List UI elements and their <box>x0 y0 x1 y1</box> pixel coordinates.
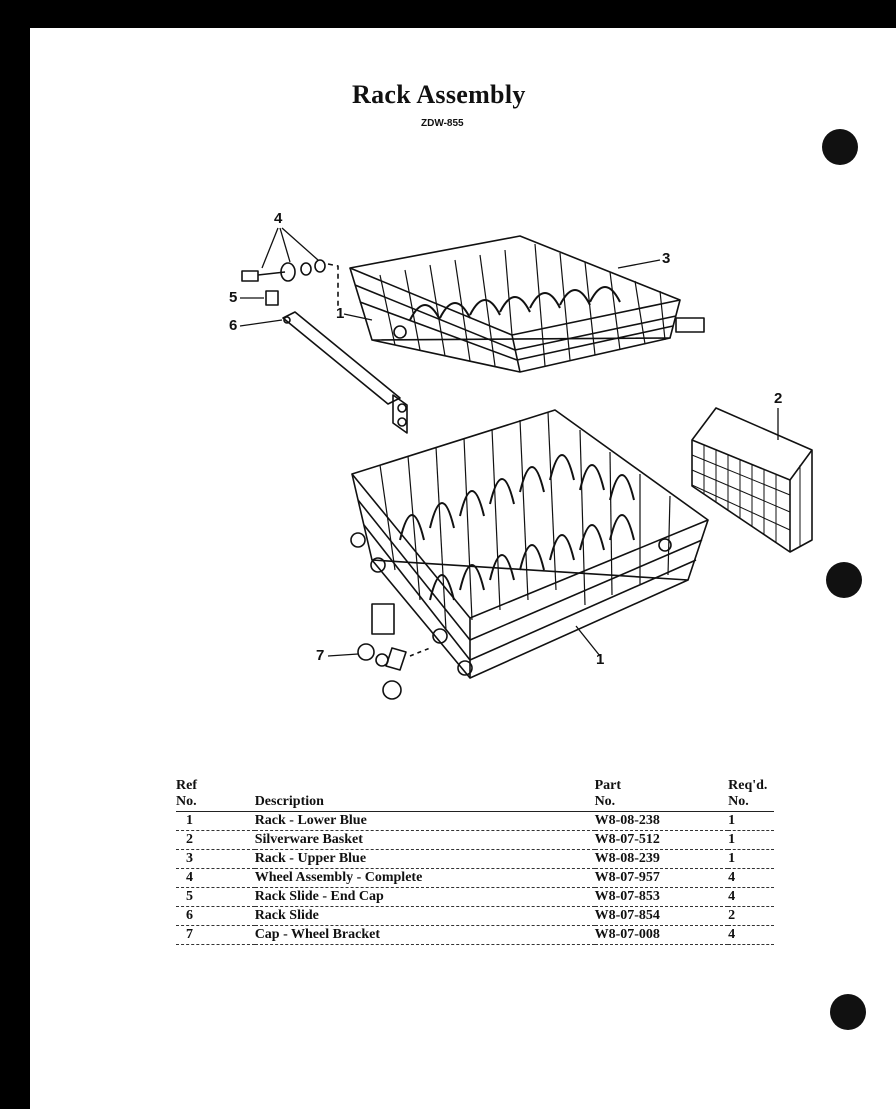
quantity-cell: 1 <box>728 811 774 831</box>
ref-cell: 1 <box>176 811 255 831</box>
description-cell: Cap - Wheel Bracket <box>254 925 595 945</box>
description-cell: Rack Slide <box>254 906 595 926</box>
rack-slide-drawing <box>265 290 408 434</box>
lower-rack-drawing <box>350 409 709 679</box>
quantity-cell: 4 <box>728 887 774 907</box>
ref-cell: 6 <box>176 906 255 926</box>
upper-rack-drawing <box>349 235 705 373</box>
table-row: 4 Wheel Assembly - Complete W8-07-957 4 <box>176 868 774 888</box>
part-number-cell: W8-07-853 <box>594 887 729 907</box>
quantity-cell: 2 <box>728 906 774 926</box>
cap-wheel-bracket-drawing <box>357 603 431 700</box>
callout-1-lower: 1 <box>596 651 605 668</box>
part-number-cell: W8-08-239 <box>594 849 729 869</box>
exploded-parts-diagram <box>239 227 813 700</box>
callout-6: 6 <box>229 317 238 334</box>
ref-cell: 4 <box>176 868 255 888</box>
part-number-cell: W8-07-854 <box>594 906 729 926</box>
quantity-cell: 1 <box>728 830 774 850</box>
table-row: 5 Rack Slide - End Cap W8-07-853 4 <box>176 887 774 907</box>
part-number-cell: W8-07-512 <box>594 830 729 850</box>
callout-1-upper: 1 <box>336 305 345 322</box>
binder-hole-top <box>822 129 858 165</box>
description-cell: Rack - Upper Blue <box>254 849 595 869</box>
table-row: 3 Rack - Upper Blue W8-08-239 1 <box>176 849 774 869</box>
silverware-basket-drawing <box>691 407 813 553</box>
binder-hole-middle <box>826 562 862 598</box>
quantity-cell: 1 <box>728 849 774 869</box>
ref-cell: 2 <box>176 830 255 850</box>
model-number: ZDW-855 <box>421 118 464 129</box>
ref-cell: 5 <box>176 887 255 907</box>
description-cell: Rack Slide - End Cap <box>254 887 595 907</box>
part-number-cell: W8-07-008 <box>594 925 729 945</box>
table-row: 7 Cap - Wheel Bracket W8-07-008 4 <box>176 925 774 945</box>
page-title: Rack Assembly <box>352 80 526 109</box>
callout-4: 4 <box>274 210 283 227</box>
callout-3: 3 <box>662 250 671 267</box>
description-cell: Wheel Assembly - Complete <box>254 868 595 888</box>
part-number-cell: W8-07-957 <box>594 868 729 888</box>
header-description: Description <box>254 794 324 809</box>
wheel-assembly-drawing <box>241 259 339 306</box>
ref-cell: 7 <box>176 925 255 945</box>
table-row: 1 Rack - Lower Blue W8-08-238 1 <box>176 811 774 831</box>
callout-5: 5 <box>229 289 238 306</box>
quantity-cell: 4 <box>728 868 774 888</box>
callout-2: 2 <box>774 390 783 407</box>
header-reqd-no: Req'd.No. <box>728 778 768 809</box>
part-number-cell: W8-08-238 <box>594 811 729 831</box>
leader-lines <box>239 227 779 657</box>
ref-cell: 3 <box>176 849 255 869</box>
description-cell: Rack - Lower Blue <box>254 811 595 831</box>
table-row: 6 Rack Slide W8-07-854 2 <box>176 906 774 926</box>
table-row: 2 Silverware Basket W8-07-512 1 <box>176 830 774 850</box>
binder-hole-bottom <box>830 994 866 1030</box>
quantity-cell: 4 <box>728 925 774 945</box>
description-cell: Silverware Basket <box>254 830 595 850</box>
callout-7: 7 <box>316 647 325 664</box>
